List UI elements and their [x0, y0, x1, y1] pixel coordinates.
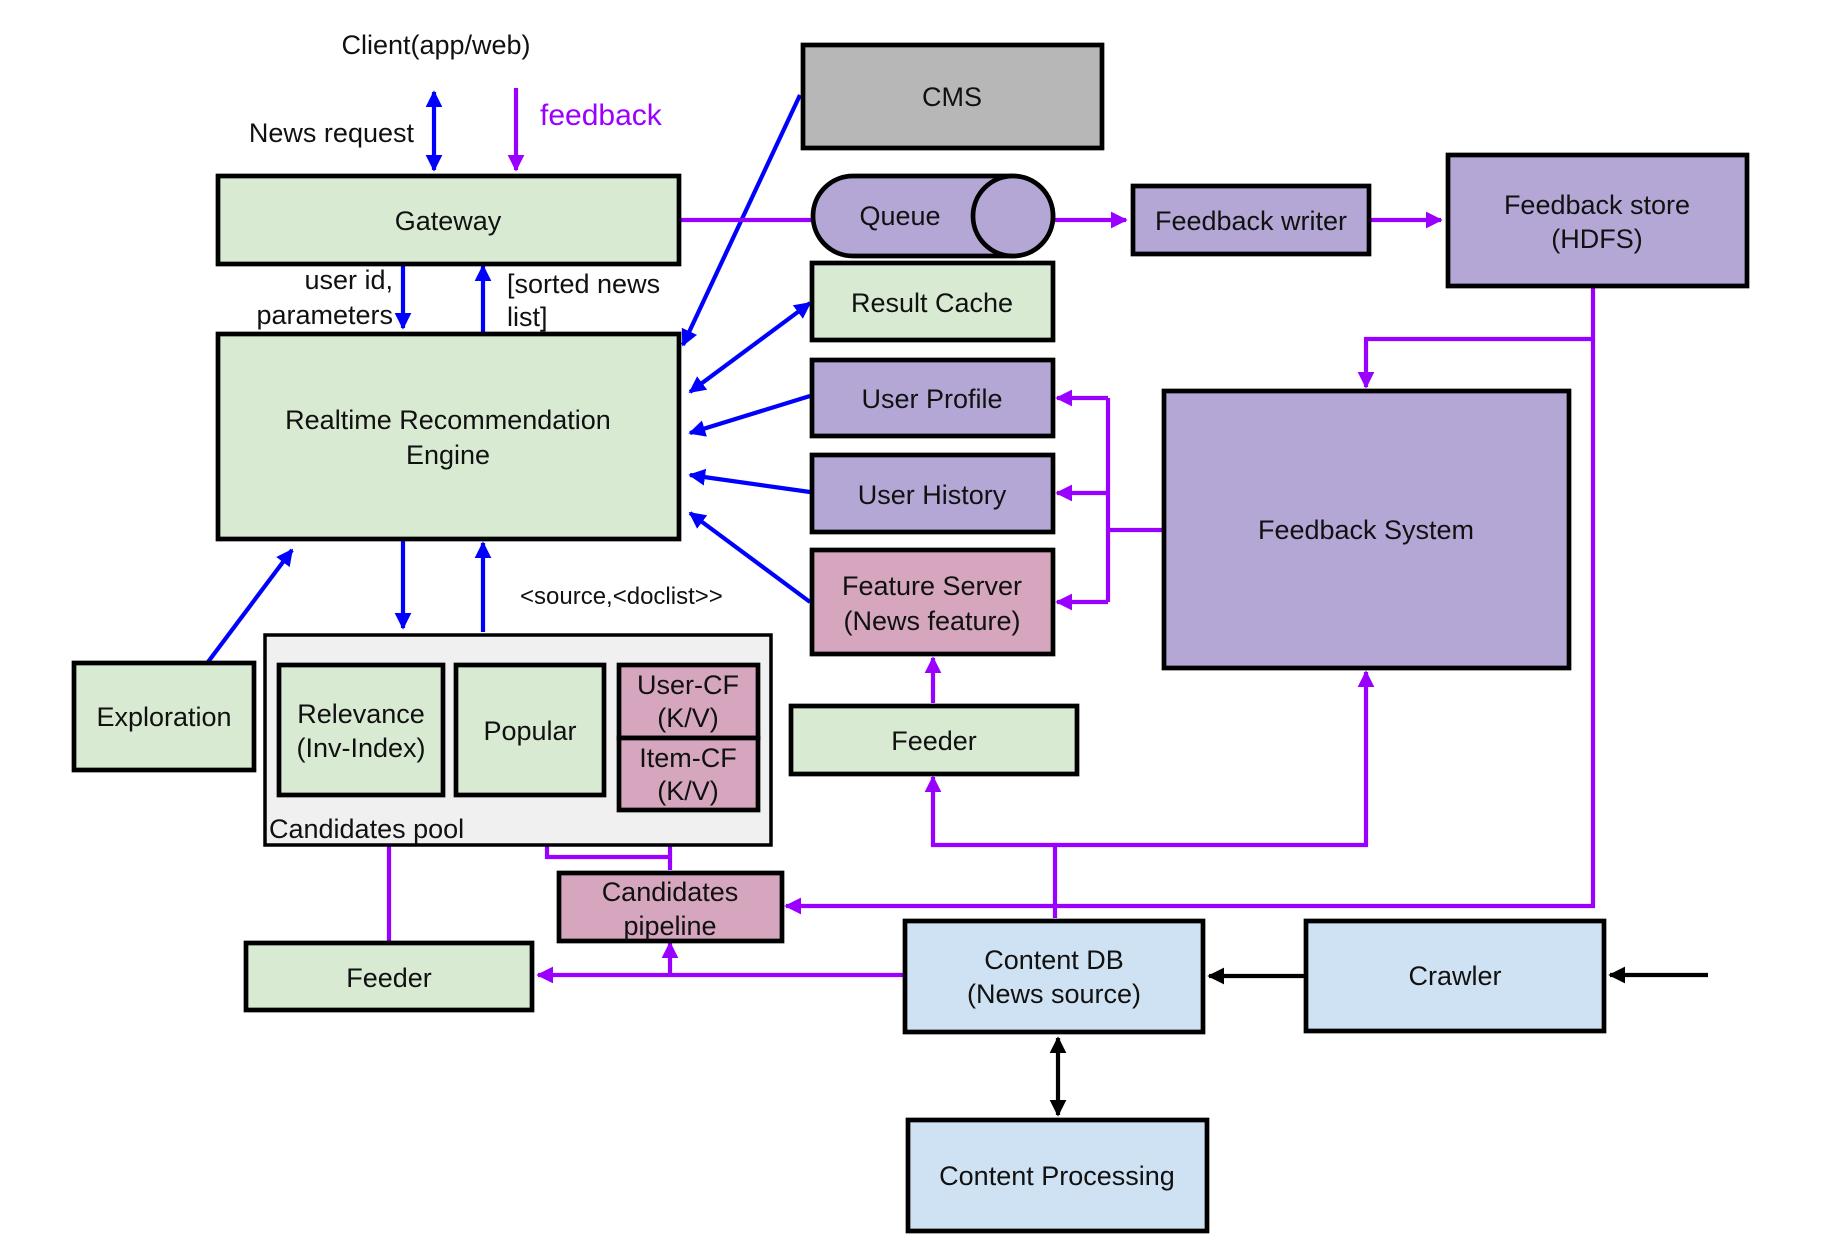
feature-server-label-line1: Feature Server	[842, 571, 1022, 601]
exploration-label: Exploration	[96, 702, 231, 732]
feature-server-node[interactable]: Feature Server (News feature)	[809, 547, 1056, 657]
feeder-bottom-label: Feeder	[346, 963, 432, 993]
user-profile-node[interactable]: User Profile	[809, 357, 1056, 439]
popular-label: Popular	[483, 716, 576, 746]
item-cf-node[interactable]: Item-CF (K/V)	[616, 735, 761, 813]
queue-node[interactable]: Queue	[810, 173, 1056, 259]
crawler-label: Crawler	[1408, 961, 1501, 991]
realtime-engine-label-line2: Engine	[406, 440, 490, 470]
arrow-content-db-to-feedback-system	[1055, 670, 1375, 848]
feedback-system-node[interactable]: Feedback System	[1161, 388, 1572, 671]
user-history-node[interactable]: User History	[809, 452, 1056, 535]
feeder-top-node[interactable]: Feeder	[788, 703, 1080, 777]
arrow-user-profile-to-engine	[688, 393, 811, 437]
candidates-pipeline-node[interactable]: Candidates pipeline	[556, 870, 785, 944]
arrow-exploration-to-engine	[206, 548, 294, 664]
user-profile-label: User Profile	[861, 384, 1002, 414]
realtime-engine-label-line1: Realtime Recommendation	[285, 405, 611, 435]
feature-server-label-line2: (News feature)	[843, 606, 1020, 636]
content-db-node[interactable]: Content DB (News source)	[902, 918, 1206, 1035]
feedback-store-label-line2: (HDFS)	[1551, 224, 1642, 254]
user-cf-label-line2: (K/V)	[657, 703, 719, 733]
feedback-store-label-line1: Feedback store	[1504, 190, 1690, 220]
free-labels: Client(app/web) News request feedback us…	[249, 30, 723, 610]
cms-label: CMS	[922, 82, 982, 112]
sorted-news-label-line1: [sorted news	[507, 269, 660, 299]
user-id-label-line2: parameters	[256, 300, 393, 330]
cms-node[interactable]: CMS	[800, 42, 1105, 151]
user-cf-label-line1: User-CF	[637, 670, 739, 700]
relevance-label-line2: (Inv-Index)	[296, 733, 425, 763]
feedback-label: feedback	[540, 99, 663, 132]
crawler-node[interactable]: Crawler	[1303, 918, 1607, 1034]
result-cache-node[interactable]: Result Cache	[809, 260, 1056, 343]
relevance-label-line1: Relevance	[297, 699, 425, 729]
queue-label: Queue	[859, 201, 940, 231]
gateway-node[interactable]: Gateway	[215, 173, 682, 267]
exploration-node[interactable]: Exploration	[71, 660, 257, 773]
arrow-store-to-feedback-system	[1357, 287, 1596, 389]
arrow-content-db-to-feeder-top	[924, 775, 1058, 918]
client-label: Client(app/web)	[341, 30, 530, 60]
item-cf-label-line1: Item-CF	[639, 743, 737, 773]
item-cf-label-line2: (K/V)	[657, 776, 719, 806]
sorted-news-label-line2: list]	[507, 302, 548, 332]
realtime-engine-node[interactable]: Realtime Recommendation Engine	[215, 331, 682, 542]
content-processing-node[interactable]: Content Processing	[905, 1117, 1210, 1234]
feedback-writer-label: Feedback writer	[1155, 206, 1347, 236]
feedback-store-node[interactable]: Feedback store (HDFS)	[1445, 152, 1750, 289]
feeder-bottom-node[interactable]: Feeder	[243, 940, 535, 1013]
user-history-label: User History	[858, 480, 1007, 510]
feeder-top-label: Feeder	[891, 726, 977, 756]
arrow-engine-result-cache	[688, 301, 812, 394]
arrow-user-history-to-engine	[688, 468, 811, 495]
candidates-pool-label: Candidates pool	[269, 814, 464, 844]
arrow-feature-server-to-engine	[688, 511, 812, 604]
content-db-label-line1: Content DB	[984, 945, 1124, 975]
feedback-writer-node[interactable]: Feedback writer	[1130, 183, 1372, 257]
source-doclist-label: <source,<doclist>>	[520, 583, 723, 610]
candidates-pipeline-label-line2: pipeline	[623, 911, 716, 941]
news-request-label: News request	[249, 118, 415, 148]
relevance-node[interactable]: Relevance (Inv-Index)	[276, 662, 446, 798]
candidates-pipeline-label-line1: Candidates	[602, 877, 739, 907]
user-cf-node[interactable]: User-CF (K/V)	[616, 662, 761, 741]
content-processing-label: Content Processing	[939, 1161, 1175, 1191]
feedback-system-label: Feedback System	[1258, 515, 1474, 545]
gateway-label: Gateway	[395, 206, 502, 236]
user-id-label-line1: user id,	[304, 265, 393, 295]
result-cache-label: Result Cache	[851, 288, 1013, 318]
popular-node[interactable]: Popular	[453, 662, 607, 798]
content-db-label-line2: (News source)	[967, 979, 1141, 1009]
